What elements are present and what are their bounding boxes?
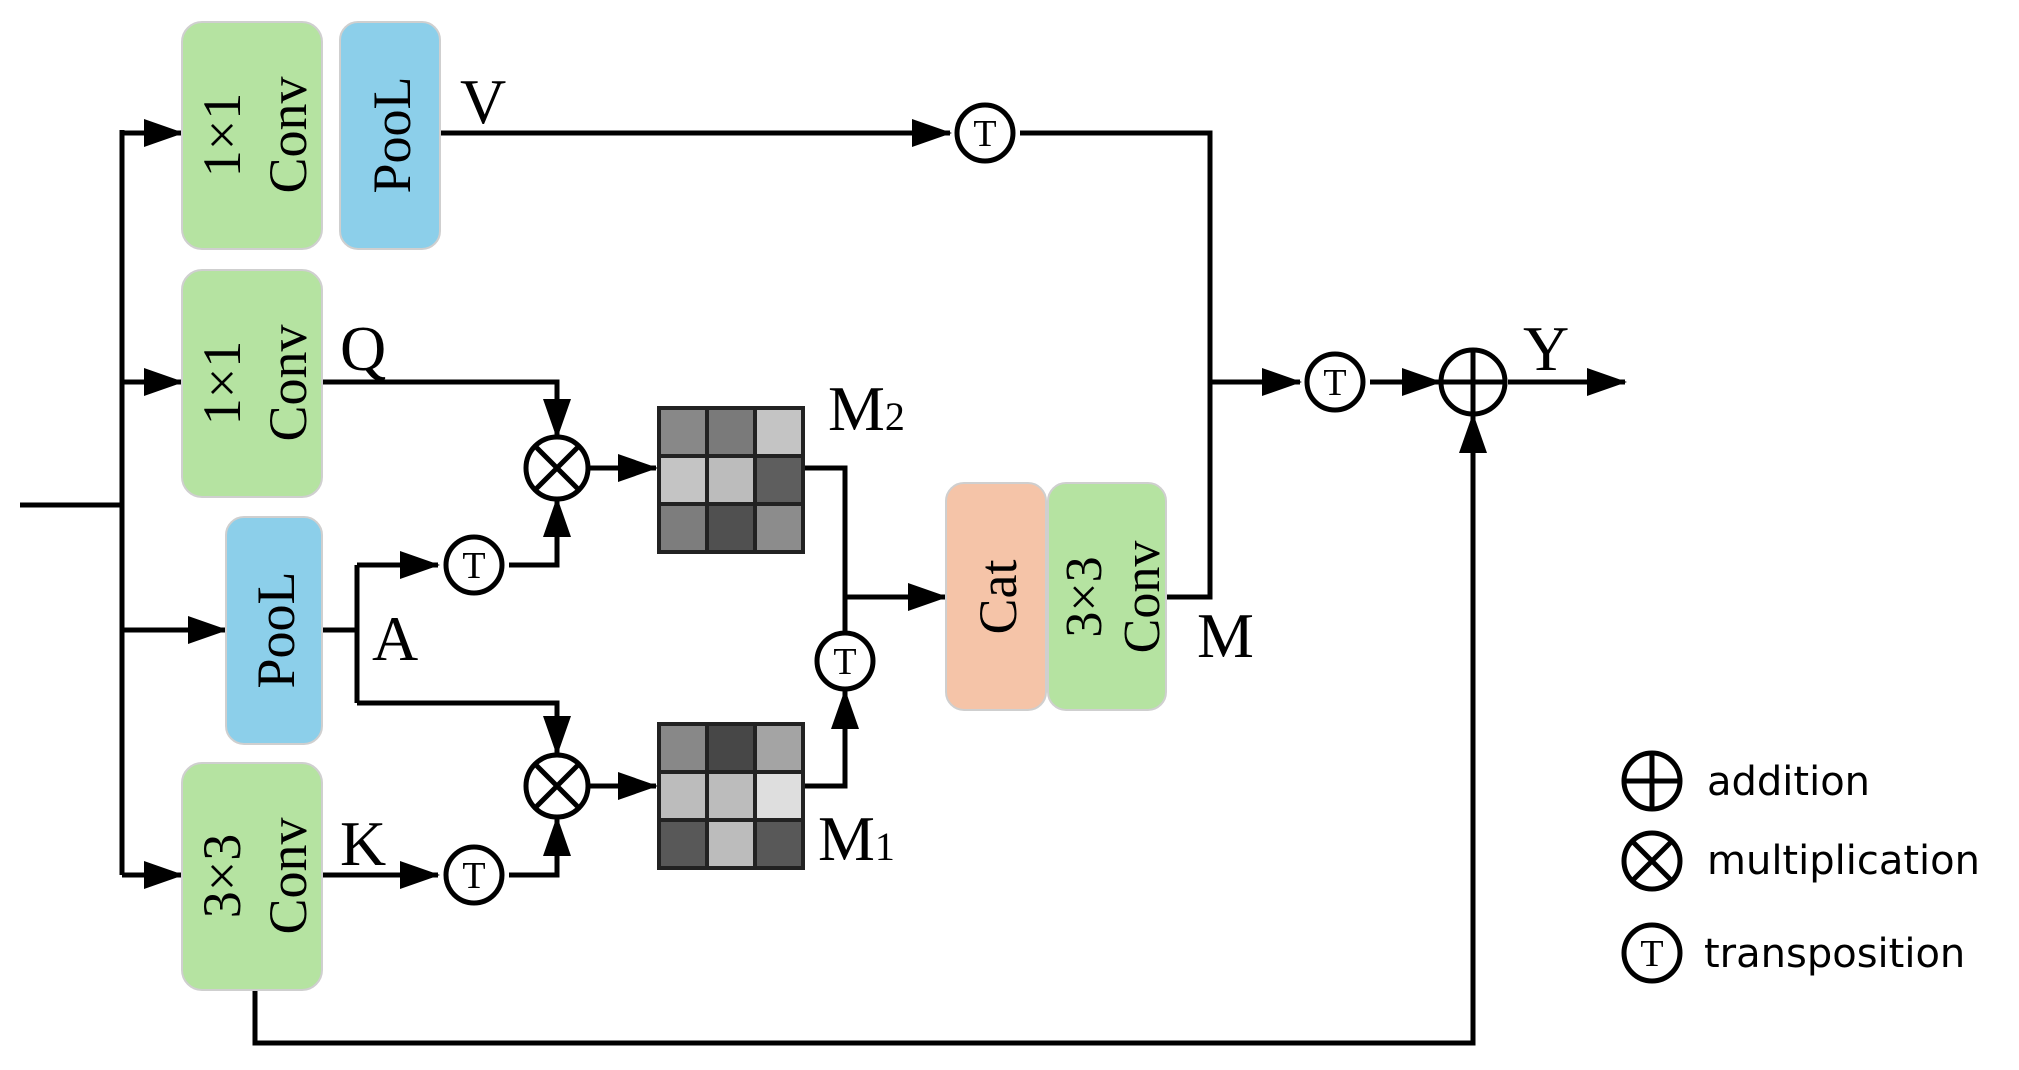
- legend: addition multiplication T transposition: [1621, 750, 1980, 984]
- matrix-cell: [657, 454, 709, 506]
- legend-multiplication-icon: [1621, 830, 1683, 892]
- conv-out-box: [1047, 482, 1167, 711]
- k-transposed-line: [509, 816, 571, 878]
- matrix-cell: [705, 722, 757, 774]
- legend-transposition-icon: T: [1621, 922, 1683, 984]
- conv-q-kernel: 1×1: [192, 341, 252, 425]
- q-line: [322, 379, 571, 439]
- transpose-symbol: T: [462, 855, 485, 897]
- matrix-cell: [753, 502, 805, 554]
- m-line: [1166, 382, 1213, 600]
- matrix-cell: [705, 818, 757, 870]
- pool-a-block: PooL: [225, 516, 323, 745]
- label-m2-sub: 2: [885, 394, 905, 439]
- transpose-symbol: T: [1640, 933, 1663, 975]
- legend-addition-icon: [1621, 750, 1683, 812]
- m1-to-transpose: [804, 689, 859, 789]
- conv-q-label: Conv: [258, 324, 318, 441]
- a-lower: [357, 700, 571, 756]
- conv-out-block: 3×3 Conv: [1047, 482, 1171, 711]
- cat-block: Cat: [945, 482, 1047, 711]
- multiply-op-qa: [523, 434, 591, 502]
- transpose-symbol: T: [973, 113, 996, 155]
- matrix-cell: [705, 406, 757, 458]
- pool-v-box: [339, 21, 441, 250]
- transpose-op-k: T: [443, 844, 505, 906]
- conv-k-kernel: 3×3: [192, 834, 252, 918]
- label-m2-base: M: [828, 373, 885, 444]
- label-k: K: [340, 808, 386, 879]
- residual-line: [252, 413, 1487, 1046]
- conv-v-block: 1×1 Conv: [181, 21, 323, 250]
- conv-out-label: Conv: [1114, 541, 1171, 654]
- conv-v-kernel: 1×1: [192, 93, 252, 177]
- matrix-cell: [753, 770, 805, 822]
- label-m: M: [1197, 600, 1254, 671]
- pool-a-box: [225, 516, 323, 745]
- conv-k-block: 3×3 Conv: [181, 762, 323, 991]
- v-transposed-line: [1020, 130, 1213, 382]
- pool-v-block: PooL: [339, 21, 441, 250]
- transpose-op-a: T: [443, 534, 505, 596]
- transpose-op-m1: T: [814, 630, 876, 692]
- label-m2: M2: [828, 373, 905, 444]
- matrix-cell: [657, 502, 709, 554]
- matrix-cell: [753, 722, 805, 774]
- matrix-cell: [657, 770, 709, 822]
- conv-out-kernel: 3×3: [1056, 556, 1113, 637]
- matrix-cell: [753, 406, 805, 458]
- conv-v-box: [181, 21, 323, 250]
- legend-transposition-label: transposition: [1704, 931, 1965, 977]
- label-a: A: [372, 603, 418, 674]
- transpose-symbol: T: [462, 545, 485, 587]
- legend-addition-label: addition: [1707, 759, 1870, 805]
- matrix-m2: [657, 406, 805, 554]
- transpose-symbol: T: [1323, 362, 1346, 404]
- matrix-m1: [657, 722, 805, 870]
- multiply-op-ak: [523, 752, 591, 820]
- transpose-op-m: T: [1304, 351, 1366, 413]
- matrix-cell: [657, 722, 709, 774]
- conv-k-label: Conv: [258, 817, 318, 934]
- legend-multiplication-label: multiplication: [1707, 838, 1980, 884]
- label-q: Q: [340, 313, 386, 384]
- cat-box: [945, 482, 1047, 711]
- label-m1-base: M: [818, 803, 875, 874]
- pool-a-label: PooL: [246, 571, 306, 688]
- addition-op: [1438, 347, 1508, 417]
- conv-v-label: Conv: [258, 76, 318, 193]
- label-m1-sub: 1: [875, 824, 895, 869]
- cat-label: Cat: [968, 560, 1028, 635]
- matrix-cell: [705, 770, 757, 822]
- conv-q-box: [181, 269, 323, 498]
- matrix-cell: [657, 406, 709, 458]
- label-y: Y: [1523, 313, 1569, 384]
- conv-k-box: [181, 762, 323, 991]
- label-m1: M1: [818, 803, 895, 874]
- m2-to-merge: [804, 465, 848, 597]
- transpose-op-v: T: [954, 102, 1016, 164]
- matrix-cell: [753, 818, 805, 870]
- matrix-cell: [705, 454, 757, 506]
- matrix-cell: [657, 818, 709, 870]
- a-upper-after-transpose: [509, 497, 571, 568]
- label-v: V: [460, 66, 506, 137]
- conv-q-block: 1×1 Conv: [181, 269, 323, 498]
- transpose-symbol: T: [833, 641, 856, 683]
- matrix-cell: [705, 502, 757, 554]
- matrix-cell: [753, 454, 805, 506]
- pool-v-label: PooL: [362, 76, 422, 193]
- connections: [20, 119, 1627, 1046]
